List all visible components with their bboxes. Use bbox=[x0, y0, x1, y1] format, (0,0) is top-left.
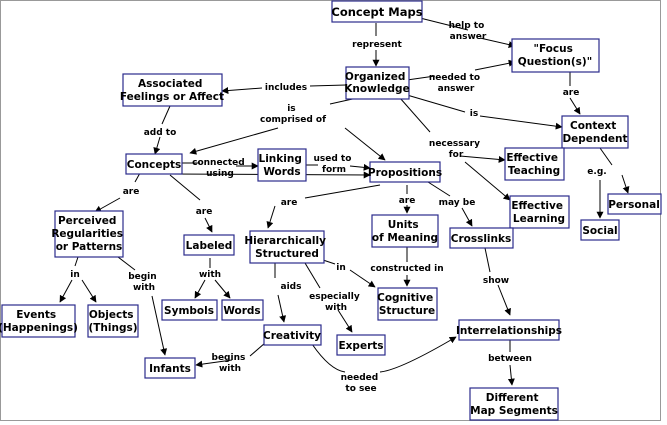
link-are-perceived: are bbox=[123, 187, 140, 197]
link-connected-using: connected using bbox=[192, 158, 248, 179]
link-are-context: are bbox=[563, 88, 580, 98]
concept-experts: Experts bbox=[336, 334, 386, 356]
concept-hierarchically-structured: Hierarchically Structured bbox=[244, 230, 329, 264]
concept-different-map-segments: Different Map Segments bbox=[469, 387, 559, 421]
concept-symbols: Symbols bbox=[161, 299, 218, 321]
concept-units-of-meaning: Units of Meaning bbox=[371, 214, 439, 248]
svg-text:Interrelationships: Interrelationships bbox=[456, 325, 562, 337]
link-between: between bbox=[488, 354, 532, 364]
link-show: show bbox=[483, 276, 509, 286]
link-are-units: are bbox=[399, 196, 416, 206]
link-add-to: add to bbox=[144, 128, 177, 138]
link-begin-with: begin with bbox=[128, 272, 160, 293]
link-begins-with: begins with bbox=[212, 353, 249, 374]
svg-text:Linking Words: Linking Words bbox=[259, 153, 306, 178]
concept-propositions: Propositions bbox=[368, 161, 442, 183]
concept-interrelationships: Interrelationships bbox=[456, 319, 562, 341]
concept-crosslinks: Crosslinks bbox=[449, 227, 514, 249]
link-with: with bbox=[199, 270, 221, 280]
link-is-comprised-of: is comprised of bbox=[260, 104, 326, 125]
svg-text:Cognitive Structure: Cognitive Structure bbox=[377, 292, 437, 317]
concept-effective-teaching: Effective Teaching bbox=[504, 147, 565, 181]
svg-text:Events (Happenings): Events (Happenings) bbox=[0, 309, 78, 334]
concept-labeled: Labeled bbox=[183, 234, 235, 256]
link-help-to-answer: help to answer bbox=[449, 21, 488, 42]
link-are-labeled: are bbox=[196, 207, 213, 217]
svg-text:Propositions: Propositions bbox=[368, 167, 442, 179]
svg-text:Concept Maps: Concept Maps bbox=[331, 5, 422, 19]
svg-text:Infants: Infants bbox=[149, 363, 191, 375]
svg-text:Labeled: Labeled bbox=[186, 240, 233, 252]
link-used-to-form: used to form bbox=[313, 154, 354, 175]
link-may-be: may be bbox=[439, 198, 476, 208]
svg-text:Words: Words bbox=[223, 305, 260, 317]
concept-context-dependent: Context Dependent bbox=[561, 115, 629, 149]
svg-text:Symbols: Symbols bbox=[164, 305, 214, 317]
concept-social: Social bbox=[580, 219, 620, 241]
svg-text:Creativity: Creativity bbox=[263, 330, 321, 342]
svg-text:Personal: Personal bbox=[608, 199, 660, 211]
svg-text:Hierarchically Structu: Hierarchically Structured bbox=[244, 235, 329, 260]
svg-text:Crosslinks: Crosslinks bbox=[451, 233, 512, 245]
svg-text:Experts: Experts bbox=[338, 340, 383, 352]
linking-phrases: represent help to answer includes needed… bbox=[70, 21, 606, 394]
concept-concepts: Concepts bbox=[125, 153, 183, 175]
svg-text:"Focus Question(s)": "Focus Question(s)" bbox=[518, 43, 592, 68]
svg-text:Perceived Regularities: Perceived Regularities or Patterns bbox=[51, 215, 126, 253]
svg-text:Concepts: Concepts bbox=[127, 159, 182, 171]
link-in-events: in bbox=[70, 270, 80, 280]
link-especially-with: especially with bbox=[309, 292, 363, 313]
concept-infants: Infants bbox=[144, 357, 196, 379]
concept-events: Events (Happenings) bbox=[0, 304, 78, 338]
concept-personal: Personal bbox=[607, 193, 662, 215]
link-is-context: is bbox=[470, 109, 478, 119]
svg-text:Different Map Segments: Different Map Segments bbox=[470, 392, 558, 417]
link-needed-to-see: needed to see bbox=[341, 373, 382, 394]
concept-effective-learning: Effective Learning bbox=[509, 195, 570, 229]
link-necessary-for: necessary for bbox=[429, 139, 483, 160]
link-constructed-in: constructed in bbox=[370, 264, 443, 274]
link-are-hierarchical: are bbox=[281, 198, 298, 208]
concept-creativity: Creativity bbox=[263, 324, 322, 346]
concept-concept-maps: Concept Maps bbox=[331, 0, 423, 23]
link-in-cognitive: in bbox=[336, 263, 346, 273]
svg-text:Context Dependent: Context Dependent bbox=[562, 120, 627, 145]
svg-text:Units of Meaning: Units of Meaning bbox=[372, 219, 438, 244]
svg-text:Social: Social bbox=[582, 225, 617, 237]
concept-focus-question: "Focus Question(s)" bbox=[511, 38, 600, 73]
link-includes: includes bbox=[265, 83, 307, 93]
link-aids: aids bbox=[281, 282, 302, 292]
edges bbox=[59, 17, 630, 386]
svg-text:Effective Teaching: Effective Teaching bbox=[506, 152, 561, 177]
svg-text:Effective Learning: Effective Learning bbox=[511, 200, 566, 225]
concept-associated-feelings: Associated Feelings or Affect bbox=[120, 73, 224, 107]
svg-text:Associated Feelings or: Associated Feelings or Affect bbox=[120, 78, 224, 103]
concept-cognitive-structure: Cognitive Structure bbox=[377, 287, 438, 321]
svg-text:Organized Knowledge: Organized Knowledge bbox=[344, 71, 409, 95]
concept-words: Words bbox=[221, 299, 264, 321]
link-represent: represent bbox=[352, 40, 402, 50]
link-eg: e.g. bbox=[587, 167, 606, 177]
concept-objects: Objects (Things) bbox=[87, 304, 139, 338]
svg-text:Objects (Things): Objects (Things) bbox=[88, 309, 137, 334]
concept-organized-knowledge: Organized Knowledge bbox=[344, 66, 410, 100]
concept-linking-words: Linking Words bbox=[257, 148, 307, 182]
link-needed-to-answer: needed to answer bbox=[429, 73, 483, 94]
concept-perceived-regularities: Perceived Regularities or Patterns bbox=[51, 210, 126, 258]
